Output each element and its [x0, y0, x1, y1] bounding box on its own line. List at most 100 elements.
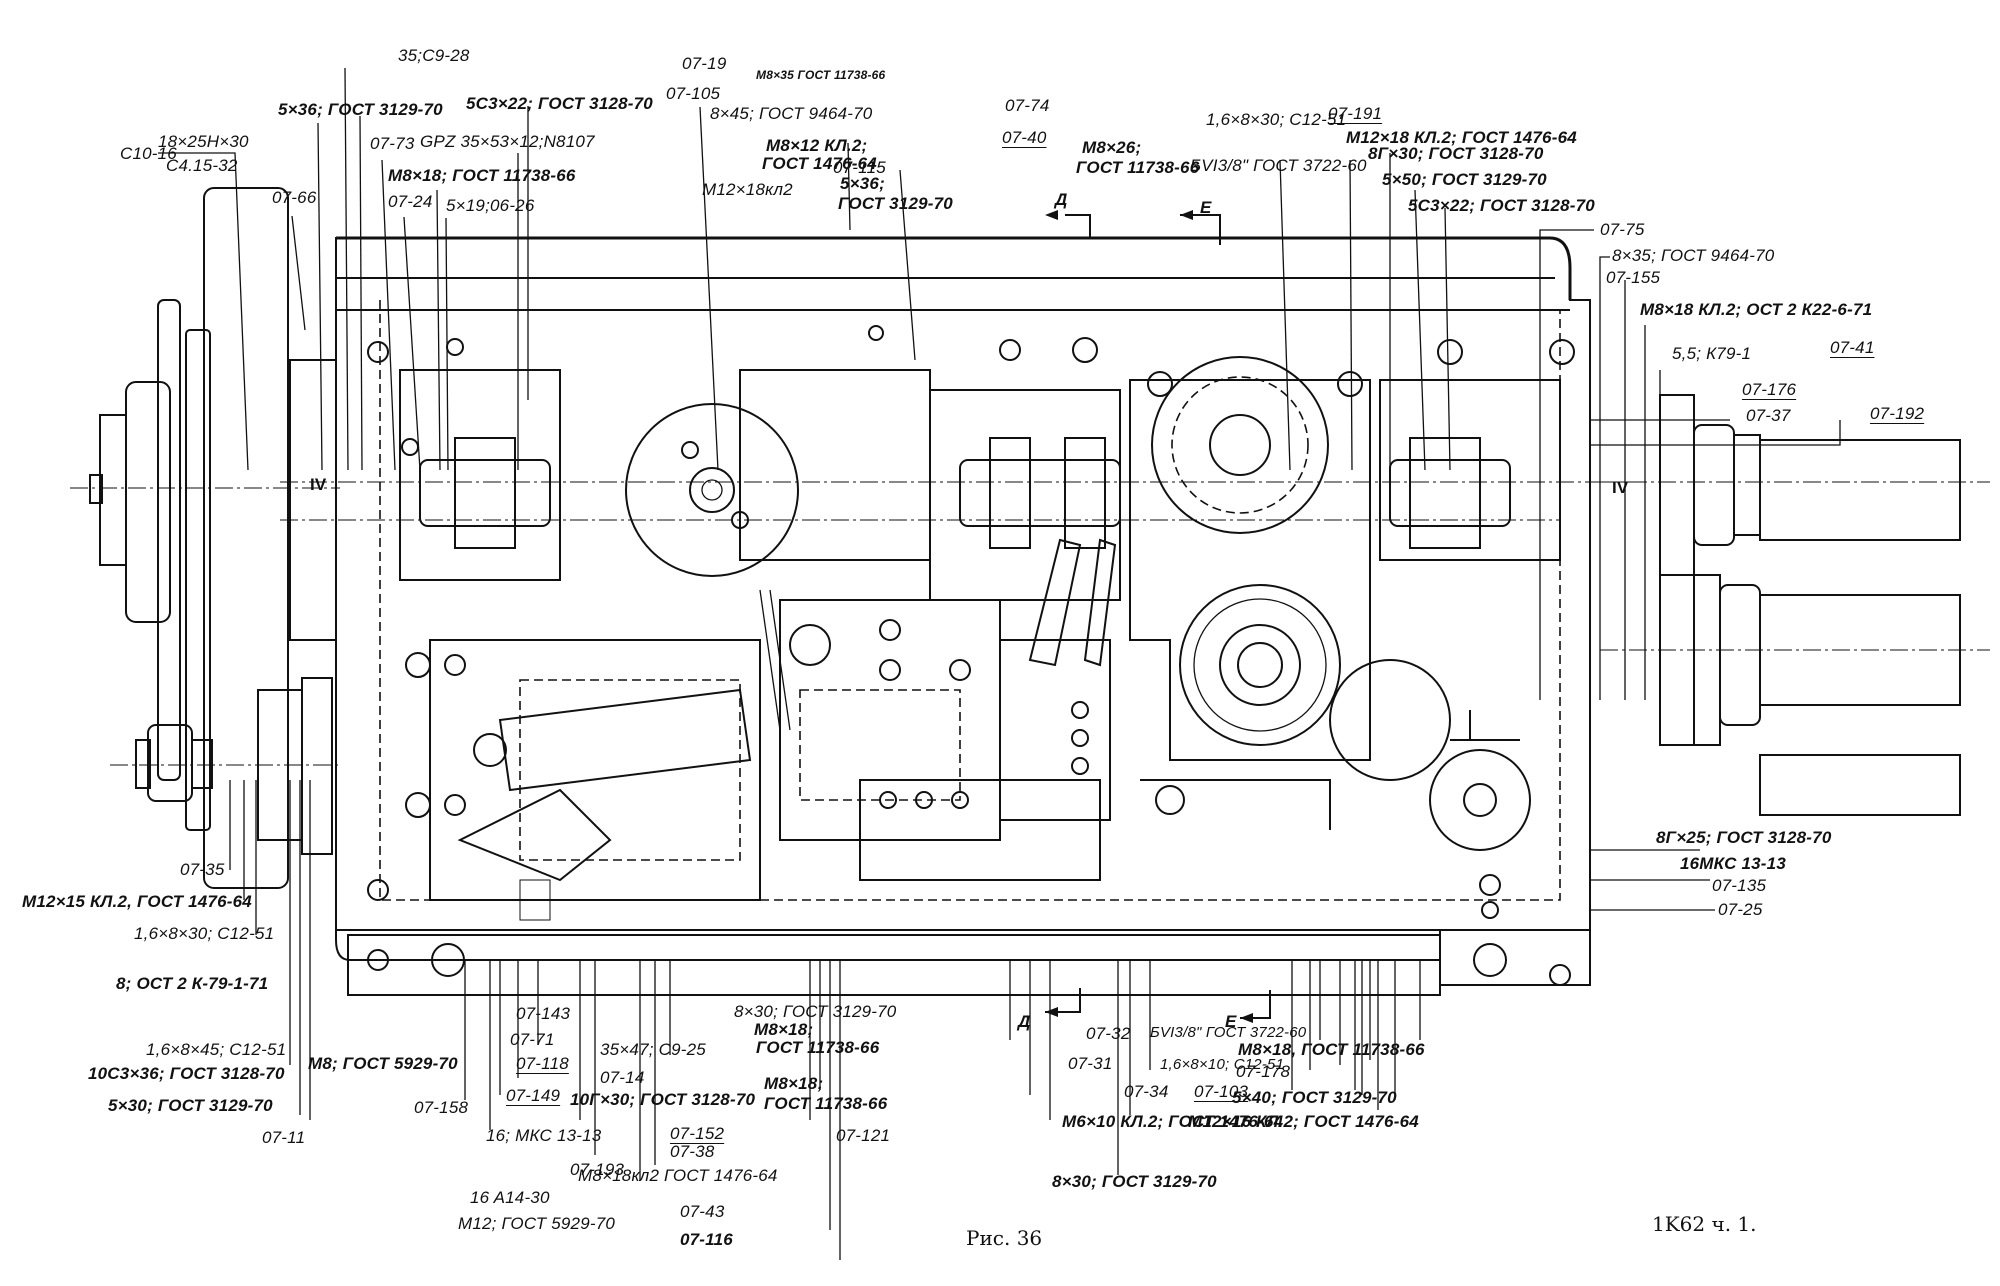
- callout-label: M12; ГОСТ 5929-70: [458, 1214, 616, 1233]
- callout-label: 07-14: [600, 1068, 645, 1087]
- callout-label: 07-74: [1005, 96, 1050, 115]
- axis-mark: IV: [310, 475, 327, 494]
- callout-label: ГОСТ 1476-64: [762, 154, 877, 173]
- callout-label: 8×30; ГОСТ 3129-70: [1052, 1172, 1217, 1191]
- fasteners: [367, 325, 1575, 986]
- callout-label: 16МКС 13-13: [1680, 854, 1786, 873]
- callout-label: 5C3×22; ГОСТ 3128-70: [466, 94, 653, 113]
- callout-label: 07-105: [666, 84, 721, 103]
- callout-label: 10C3×36; ГОСТ 3128-70: [88, 1064, 285, 1083]
- callout-label: 5×50; ГОСТ 3129-70: [1382, 170, 1547, 189]
- linkages: [457, 538, 1117, 921]
- callout-label: 35×47; C9-25: [600, 1040, 706, 1059]
- callout-label: 35;C9-28: [398, 46, 470, 65]
- callout-label: M8; ГОСТ 5929-70: [308, 1054, 458, 1073]
- callout-label: M8×18, ГОСТ 11738-66: [1238, 1040, 1425, 1059]
- callout-label: 8×30; ГОСТ 3129-70: [734, 1002, 897, 1021]
- callout-label: M8×35 ГОСТ 11738-66: [756, 68, 886, 82]
- callout-label: M8×26;: [1082, 138, 1142, 157]
- callout-label: 07-143: [516, 1004, 571, 1023]
- sheet-reference: 1K62 ч. 1.: [1652, 1212, 1757, 1236]
- callout-label: 07-176: [1742, 380, 1797, 399]
- axis-mark: IV: [1612, 478, 1629, 497]
- callout-label: 07-73: [370, 134, 415, 153]
- callout-label: 07-149: [506, 1086, 561, 1105]
- callout-label: M8×18;: [764, 1074, 824, 1093]
- figure-caption: Рис. 36: [966, 1226, 1043, 1250]
- callout-label: 07-25: [1718, 900, 1763, 919]
- callout-label: 07-11: [262, 1128, 306, 1147]
- callout-label: 07-191: [1328, 104, 1383, 123]
- left-handwheel: [70, 187, 340, 889]
- callout-label: 8Г×25; ГОСТ 3128-70: [1656, 828, 1832, 847]
- callout-label: ГОСТ 3129-70: [838, 194, 953, 213]
- callout-label: 07-32: [1086, 1024, 1131, 1043]
- callout-label: 07-178: [1236, 1062, 1291, 1081]
- callout-label: 5×40; ГОСТ 3129-70: [1232, 1088, 1397, 1107]
- callout-label: 1,6×8×45; C12-51: [146, 1040, 287, 1059]
- section-mark-d: Д: [1018, 1012, 1031, 1031]
- callout-label: 8; ОСТ 2 К-79-1-71: [116, 974, 269, 993]
- callout-label: 07-192: [1870, 404, 1925, 423]
- callout-label: M12×18кл2: [702, 180, 793, 199]
- callout-label: M6×10 КЛ.2; ГОСТ 1476-64: [1062, 1112, 1284, 1131]
- callout-label: БVI3/8" ГОСТ 3722-60: [1150, 1024, 1307, 1041]
- callout-label: 07-118: [516, 1054, 569, 1073]
- callout-label: 1,6×8×30; C12-51: [134, 924, 275, 943]
- callout-label: M8×12 КЛ.2;: [766, 136, 868, 155]
- callout-label: 10Г×30; ГОСТ 3128-70: [570, 1090, 756, 1109]
- leader-lines: [158, 67, 1841, 1260]
- callout-label: 8Г×30; ГОСТ 3128-70: [1368, 144, 1544, 163]
- callout-label: 07-19: [682, 54, 727, 73]
- callout-label: 07-103: [1194, 1082, 1249, 1101]
- gears: [625, 356, 1531, 851]
- callout-label: M8×18кл2 ГОСТ 1476-64: [578, 1166, 778, 1185]
- callout-label: 07-38: [670, 1142, 715, 1161]
- callout-label: M8×18 КЛ.2; ОСТ 2 К22-6-71: [1640, 300, 1873, 319]
- right-shafts: [1600, 394, 1990, 816]
- callout-label: 07-152: [670, 1124, 725, 1143]
- callout-label: M12×18 КЛ.2; ГОСТ 1476-64: [1346, 128, 1577, 147]
- callout-label: M8×18; ГОСТ 11738-66: [388, 166, 576, 185]
- callout-label: M12×16 КЛ.2; ГОСТ 1476-64: [1188, 1112, 1419, 1131]
- callout-label: 07-135: [1712, 876, 1767, 895]
- callout-label: 5×30; ГОСТ 3129-70: [108, 1096, 273, 1115]
- callout-label: 07-115: [833, 158, 886, 177]
- callout-label: M8×18;: [754, 1020, 814, 1039]
- callout-label: 07-193: [570, 1160, 625, 1179]
- callout-label: 07-31: [1068, 1054, 1113, 1073]
- callout-label: 07-158: [414, 1098, 469, 1117]
- callout-label: 07-34: [1124, 1082, 1169, 1101]
- callout-label: 07-43: [680, 1202, 725, 1221]
- callout-label: 8×45; ГОСТ 9464-70: [710, 104, 873, 123]
- callout-label: 5×36;: [840, 174, 885, 193]
- callout-label: ГОСТ 11738-66: [756, 1038, 880, 1057]
- callout-label: 5×36; ГОСТ 3129-70: [278, 100, 443, 119]
- section-mark-e: Е: [1225, 1012, 1237, 1031]
- callout-label: C4.15-32: [166, 156, 238, 175]
- callout-label: 5C3×22; ГОСТ 3128-70: [1408, 196, 1595, 215]
- callout-label: 16 A14-30: [470, 1188, 550, 1207]
- callout-label: 5×19;06-26: [446, 196, 535, 215]
- housing: [335, 236, 1591, 996]
- callout-label: 07-121: [836, 1126, 891, 1145]
- callout-label: 07-35: [180, 860, 225, 879]
- callout-label: 18×25H×30: [158, 132, 249, 151]
- callout-label: 07-24: [388, 192, 433, 211]
- callout-label: C10-16: [120, 144, 177, 163]
- shaft-lines: [280, 437, 1640, 549]
- callout-label: 8×35; ГОСТ 9464-70: [1612, 246, 1775, 265]
- callout-label: 1,6×8×10; C12-51: [1160, 1056, 1285, 1073]
- section-arrows: [1045, 210, 1271, 1023]
- callout-label: ГОСТ 11738-66: [1076, 158, 1200, 177]
- callout-label: 07-71: [510, 1030, 555, 1049]
- callout-label: 07-155: [1606, 268, 1661, 287]
- callout-label: M12×15 КЛ.2, ГОСТ 1476-64: [22, 892, 252, 911]
- callout-label: GPZ 35×53×12;N8107: [420, 132, 595, 151]
- callout-label: 07-41: [1830, 338, 1875, 357]
- callout-label: БVI3/8" ГОСТ 3722-60: [1190, 156, 1367, 175]
- section-mark-e: Е: [1200, 198, 1212, 217]
- callout-label: ГОСТ 11738-66: [764, 1094, 888, 1113]
- section-mark-d: Д: [1055, 190, 1068, 209]
